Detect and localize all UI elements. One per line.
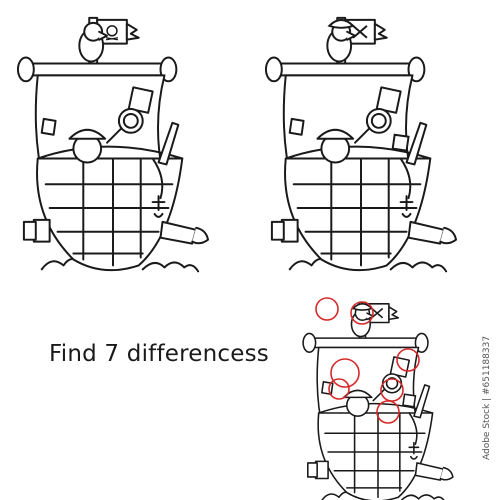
answer-markers: [315, 297, 420, 424]
difference-marker: [328, 378, 350, 400]
difference-marker: [396, 348, 420, 372]
difference-marker: [350, 301, 374, 325]
puzzle-title: Find 7 differencess: [49, 341, 269, 367]
difference-marker: [315, 297, 339, 321]
original-ship: [16, 16, 210, 273]
difference-marker: [376, 400, 400, 424]
stock-watermark: Adobe Stock | #651188337: [482, 335, 492, 460]
modified-ship: [264, 16, 458, 273]
difference-marker: [330, 358, 360, 388]
answer-ship: [302, 301, 454, 500]
